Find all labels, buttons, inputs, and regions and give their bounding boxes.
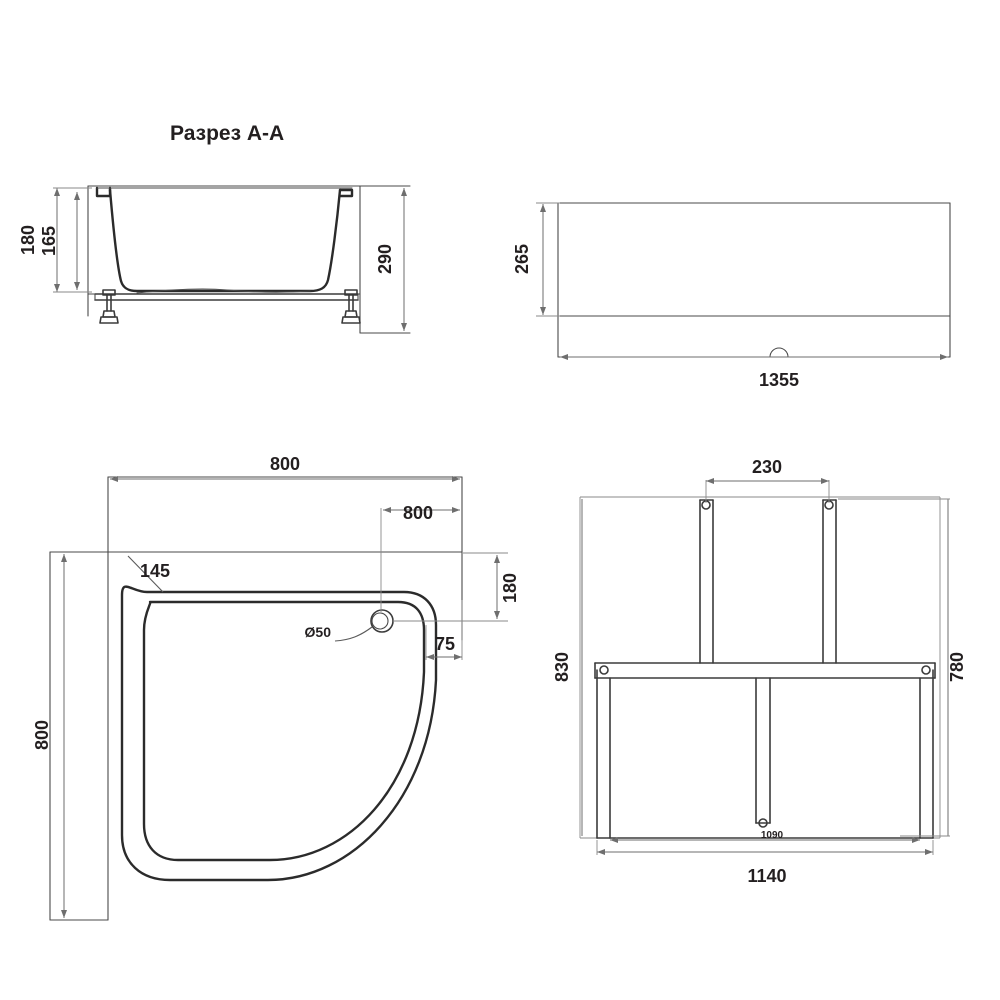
dim-145-text: 145 bbox=[140, 561, 170, 581]
dim-830-text: 830 bbox=[552, 652, 572, 682]
dia50-leader-line bbox=[334, 626, 373, 642]
leg-right-stem bbox=[348, 294, 354, 312]
dim-800-top: 800 bbox=[110, 454, 460, 482]
dim-1090-text: 1090 bbox=[761, 830, 784, 841]
panel-center-notch-arc bbox=[769, 347, 789, 358]
dim-290-text: 290 bbox=[375, 244, 395, 274]
bolt-center-bottom bbox=[758, 818, 768, 828]
dim-180-ext bbox=[53, 187, 92, 293]
dim-265: 265 bbox=[512, 204, 546, 315]
dim-230: 230 bbox=[705, 457, 830, 503]
view-section-aa: 180 165 290 Разрез А-А bbox=[18, 122, 411, 334]
leg-right-bracket bbox=[344, 289, 358, 296]
leg-left-bracket bbox=[102, 289, 116, 296]
dim-230-text: 230 bbox=[752, 457, 782, 477]
dim-180-text: 180 bbox=[18, 225, 38, 255]
dim-830: 830 bbox=[552, 499, 583, 836]
view-support-frame: 230 830 780 1090 1140 bbox=[552, 457, 967, 886]
leg-right-body bbox=[344, 310, 358, 318]
dim-800-left-text: 800 bbox=[32, 720, 52, 750]
bolt-beam-right bbox=[921, 665, 931, 675]
bath-inner-shell-profile bbox=[108, 188, 342, 293]
bath-leg-left bbox=[99, 289, 119, 324]
bath-bottom-contour bbox=[136, 288, 311, 294]
dim-800-inner-text: 800 bbox=[403, 503, 433, 523]
dim-780-text: 780 bbox=[947, 652, 967, 682]
dim-800-top-text: 800 bbox=[270, 454, 300, 474]
dim-780-ext bbox=[838, 498, 950, 837]
dim-800-left: 800 bbox=[32, 554, 67, 918]
dim-1355-text: 1355 bbox=[759, 370, 799, 390]
dim-180: 180 bbox=[18, 187, 92, 293]
tray-outline bbox=[120, 585, 438, 882]
tray-drain bbox=[370, 609, 394, 633]
dim-800-inner: 800 bbox=[380, 503, 460, 612]
bath-leg-right bbox=[341, 289, 361, 324]
frame-beam-ends bbox=[594, 662, 936, 679]
dim-165: 165 bbox=[39, 192, 80, 290]
dim-1140-ext bbox=[596, 840, 934, 855]
bolt-beam-left bbox=[599, 665, 609, 675]
bath-rim-left-hook bbox=[95, 186, 112, 198]
dim-1140: 1140 bbox=[596, 840, 934, 886]
dim-180-tray-text: 180 bbox=[500, 573, 520, 603]
dim-1355: 1355 bbox=[560, 354, 948, 390]
dia50-text: Ø50 bbox=[305, 624, 332, 640]
leg-left-stem bbox=[106, 294, 112, 312]
drain-inner-circle bbox=[371, 612, 389, 630]
panel-265-ext-lines bbox=[536, 202, 560, 317]
dim-1140-text: 1140 bbox=[747, 866, 786, 886]
dim-290: 290 bbox=[375, 188, 407, 331]
dim-1090: 1090 bbox=[610, 830, 920, 843]
leg-left-foot bbox=[99, 316, 119, 324]
view-tray-plan: Ø50 145 800 800 800 bbox=[32, 454, 520, 921]
dim-265-text: 265 bbox=[512, 244, 532, 274]
leg-right-foot bbox=[341, 316, 361, 324]
dim-75: 75 bbox=[425, 600, 463, 660]
dim-780: 780 bbox=[838, 498, 967, 837]
bath-rim-right-hook bbox=[338, 188, 354, 198]
section-title: Разрез А-А bbox=[170, 122, 284, 145]
leg-left-body bbox=[102, 310, 116, 318]
dim-165-text: 165 bbox=[39, 226, 59, 256]
tray-inner-basin bbox=[142, 600, 426, 862]
support-rail-ends bbox=[94, 293, 359, 301]
dim-180-tray: 180 bbox=[393, 552, 520, 622]
dim-145-leader-line bbox=[127, 555, 164, 593]
dim-75-text: 75 bbox=[435, 634, 455, 654]
view-front-panel: 265 1355 bbox=[512, 202, 951, 390]
